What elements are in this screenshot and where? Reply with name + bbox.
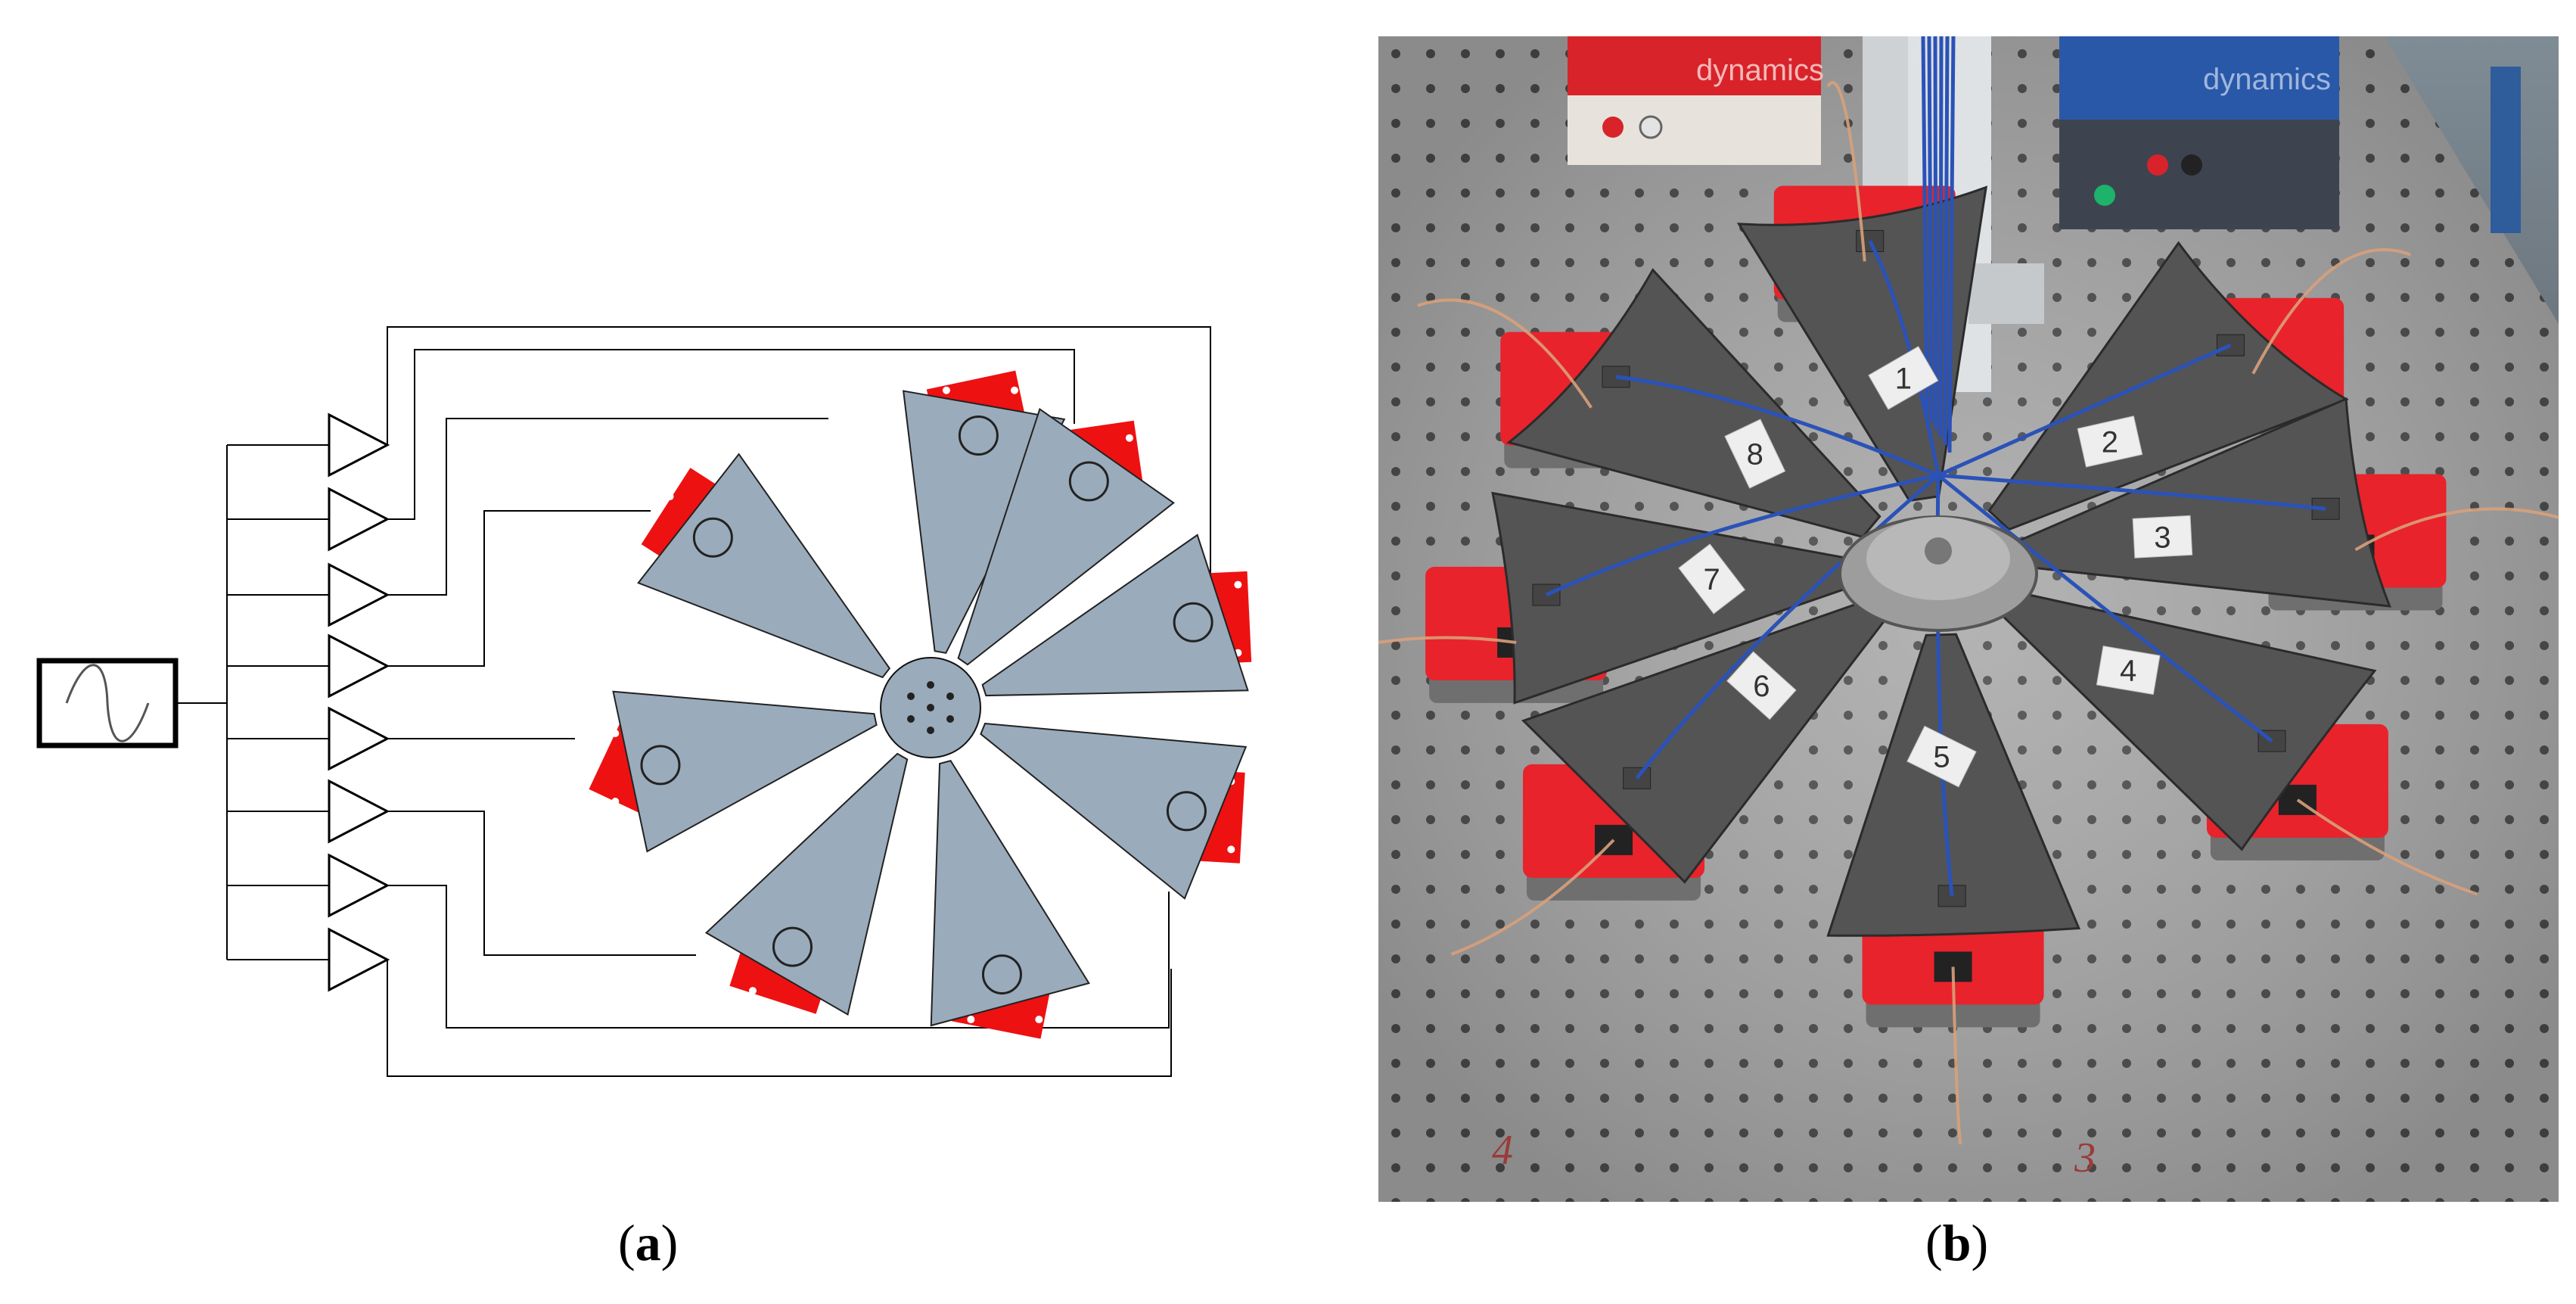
blade-tag-2: 2 (2077, 415, 2143, 468)
wire-4 (387, 510, 651, 667)
svg-text:3: 3 (2154, 521, 2170, 554)
cable-3 (1937, 473, 2326, 511)
copper-wires (1378, 81, 2559, 1145)
sensor-marker-3 (1173, 602, 1213, 643)
amplifier-icon (328, 412, 390, 478)
blade-tag-3: 3 (2132, 515, 2193, 559)
photo-blade-4 (1998, 590, 2377, 851)
amplifier-icon (328, 779, 390, 844)
blade-tag-1: 1 (1868, 346, 1939, 410)
svg-text:5: 5 (1933, 741, 1950, 774)
blade-8 (637, 453, 891, 679)
sensor-marker-4 (1166, 791, 1207, 832)
floor-mark-3: 3 (2074, 1134, 2096, 1181)
svg-text:2: 2 (2102, 425, 2118, 459)
amplifier-icon (328, 562, 390, 627)
brand-label-left: dynamics (1696, 54, 1824, 87)
sine-wave-icon (65, 664, 150, 742)
amplifier-icon (328, 706, 390, 771)
blade-tag-4: 4 (2096, 646, 2161, 696)
amplifier-bank (227, 412, 390, 992)
blade-2 (957, 407, 1175, 666)
blade-3 (981, 534, 1252, 697)
sensor-marker-7 (640, 745, 681, 786)
schematic-diagram (36, 326, 1252, 1077)
blade-5 (930, 759, 1090, 1039)
blade-6 (704, 752, 909, 1016)
photo-blade-3 (2015, 397, 2391, 608)
rotor-hub (880, 657, 981, 758)
signal-generator (36, 658, 179, 748)
caption-a: (a) (618, 1214, 679, 1271)
wire-8 (387, 960, 1172, 1077)
photo-blade-rotor (1491, 185, 2391, 937)
cable-8 (1615, 375, 1939, 478)
blade-4 (980, 722, 1248, 900)
photo-blade-2 (1987, 241, 2349, 531)
sensor-marker-5 (981, 954, 1022, 995)
svg-text:1: 1 (1895, 362, 1912, 395)
wire-2 (387, 349, 1075, 520)
blade-rotor (589, 370, 1252, 1039)
cable-7 (1545, 473, 1939, 597)
amplifier-icon (328, 853, 390, 918)
blade-tag-8: 8 (1724, 419, 1786, 489)
sensor-marker-6 (772, 926, 813, 967)
photo-blade-8 (1506, 268, 1882, 539)
photo-blade-6 (1521, 599, 1887, 884)
accelerometer-cables (1545, 36, 2326, 897)
photo-blade-7 (1491, 491, 1860, 705)
cable-4 (1937, 474, 2273, 743)
caption-b: (b) (1925, 1214, 1989, 1271)
blade-tag-5: 5 (1906, 725, 1977, 788)
sensor-marker-1 (958, 415, 999, 456)
blade-tag-6: 6 (1726, 651, 1797, 720)
wire-1 (387, 326, 1211, 613)
accelerometer-icon (1532, 584, 1561, 606)
brand-label-right: dynamics (2203, 63, 2331, 96)
photo-blade-5 (1826, 633, 2081, 937)
cable-2 (1937, 343, 2232, 478)
wire-6 (387, 811, 696, 956)
cable-6 (1635, 474, 1940, 780)
photo-hub (1838, 515, 2038, 632)
experimental-setup-photo: dynamics dynamics 1 2 3 4 5 6 7 8 4 (1378, 36, 2559, 1202)
svg-text:7: 7 (1704, 563, 1720, 596)
wire-3 (387, 418, 828, 596)
svg-text:8: 8 (1747, 438, 1763, 471)
amplifier-icon (328, 633, 390, 699)
wire-7 (387, 885, 1170, 1029)
blade-7 (589, 690, 878, 853)
sensor-marker-2 (1068, 461, 1109, 502)
amplifier-icon (328, 487, 390, 552)
wiring (387, 326, 1211, 1077)
sensor-marker-8 (692, 517, 733, 558)
blade-tag-7: 7 (1678, 543, 1746, 615)
cable-1 (1868, 240, 1941, 476)
accelerometer-icon (1856, 229, 1885, 252)
blade-tags: 1 2 3 4 5 6 7 8 (1678, 346, 2193, 788)
svg-text:6: 6 (1753, 670, 1770, 703)
floor-mark-4: 4 (1492, 1127, 1513, 1174)
amplifier-icon (328, 927, 390, 992)
svg-text:4: 4 (2120, 655, 2136, 688)
